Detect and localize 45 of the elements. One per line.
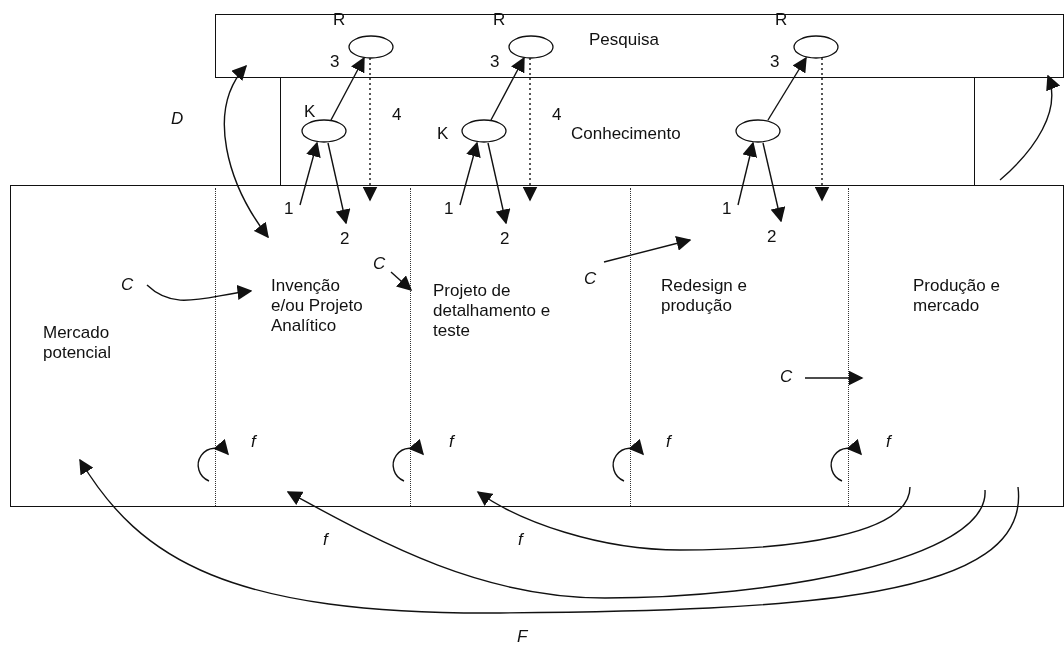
arrow <box>390 271 413 291</box>
node-caption: 3 <box>490 52 500 72</box>
arrow <box>223 64 269 239</box>
arrow <box>476 486 911 551</box>
node-caption: K <box>437 124 449 144</box>
node-label: Redesign e produção <box>661 276 748 316</box>
ellipse-node <box>735 119 781 143</box>
arrow <box>522 57 538 202</box>
node-label: Mercado potencial <box>43 323 113 363</box>
arrow <box>737 141 758 206</box>
arrow <box>762 142 786 223</box>
node-caption: 3 <box>770 52 780 72</box>
ellipse-node <box>301 119 347 143</box>
arrow <box>767 56 807 121</box>
ellipse-node <box>508 35 554 59</box>
ellipse-node <box>461 119 507 143</box>
arrow <box>804 370 864 386</box>
arrow <box>330 56 365 121</box>
arrow <box>814 57 830 202</box>
arrow <box>327 142 351 225</box>
process-frame <box>10 185 1064 507</box>
node-label: Conhecimento <box>571 124 682 144</box>
arrow <box>286 489 986 599</box>
arrow <box>830 439 863 482</box>
arrow <box>79 458 1019 614</box>
arrow <box>459 141 481 206</box>
arrow <box>362 57 378 202</box>
arrow <box>490 56 525 121</box>
node-caption: K <box>304 102 316 122</box>
arrow <box>612 439 645 482</box>
ellipse-node <box>348 35 394 59</box>
arrow <box>999 74 1060 181</box>
arrow <box>299 141 321 206</box>
arrow <box>487 142 511 225</box>
node-label: Pesquisa <box>589 30 660 50</box>
arrow <box>146 284 253 301</box>
node-caption: 3 <box>330 52 340 72</box>
ellipse-node <box>793 35 839 59</box>
arrow <box>603 236 692 263</box>
research-band <box>215 14 1064 78</box>
node-label: Produção e mercado <box>913 276 1001 316</box>
arrow <box>392 439 425 482</box>
node-label: Invenção e/ou Projeto Analítico <box>271 276 364 336</box>
arrow <box>197 439 230 482</box>
node-label: Projeto de detalhamento e teste <box>433 281 552 341</box>
